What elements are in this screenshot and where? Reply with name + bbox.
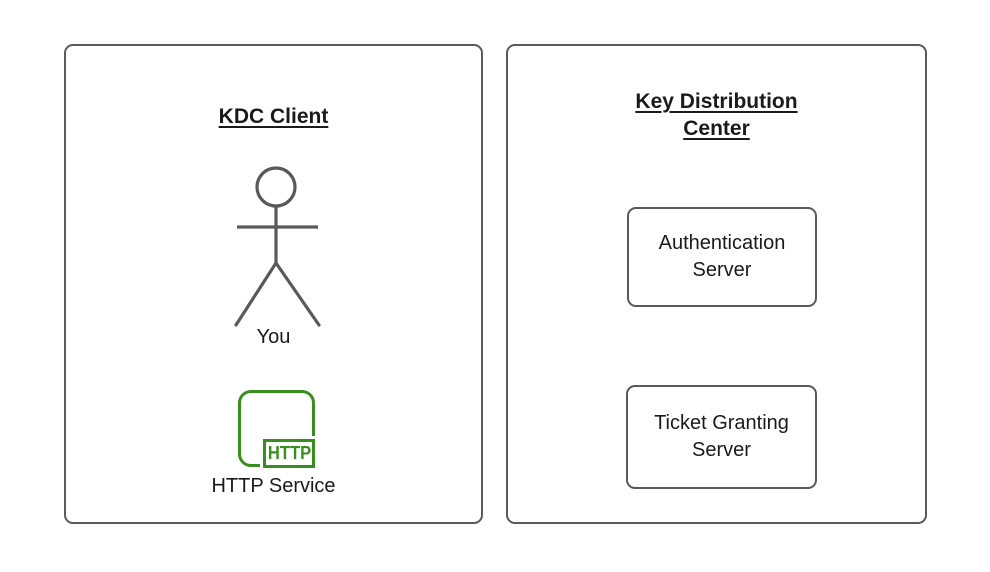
ticket-granting-server-label: Ticket Granting Server [654, 412, 789, 461]
http-service-label: HTTP Service [211, 475, 336, 497]
actor-label: You [256, 326, 291, 348]
kdc-client-panel: KDC Client You HTTP HTTP Service [64, 44, 483, 524]
http-badge-text: HTTP [267, 443, 311, 463]
kdc-client-title: KDC Client [218, 105, 329, 128]
http-service-icon: HTTP [238, 390, 315, 468]
key-distribution-center-panel: Key Distribution Center Authentication S… [506, 44, 927, 524]
key-distribution-center-title: Key Distribution Center [635, 90, 798, 140]
actor-icon [234, 166, 321, 327]
authentication-server-label: Authentication Server [658, 232, 786, 281]
authentication-server-node: Authentication Server [627, 207, 817, 307]
ticket-granting-server-node: Ticket Granting Server [626, 385, 817, 489]
http-icon-badge: HTTP [263, 439, 315, 468]
